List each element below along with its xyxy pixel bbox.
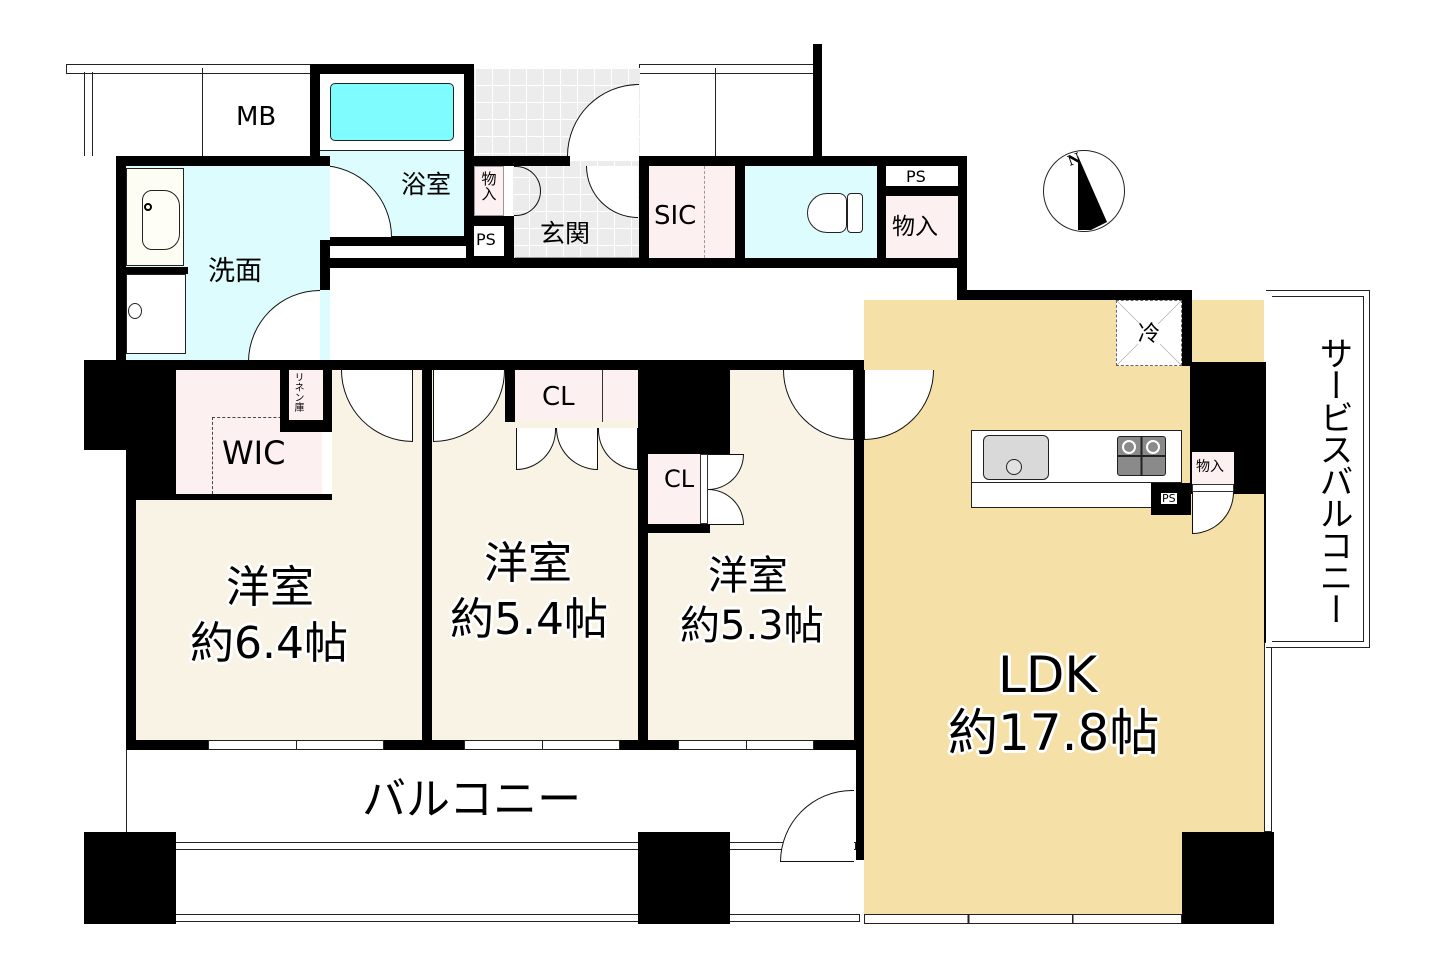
kitchen-storage [1192,452,1234,484]
linen-label: リネン庫 [292,372,303,412]
sic-label: SIC [654,201,697,231]
bedroom-3-window [678,740,814,750]
porch-area [639,72,817,156]
hall-top-wall [320,258,966,268]
ldk-size: 約17.8帖 [948,704,1160,762]
bedroom-3-closet [648,454,700,524]
hall-storage [886,196,958,258]
ldk-top-wall [957,290,1191,300]
bathroom-label: 浴室 [401,170,452,199]
wic-dashed-border [212,417,302,494]
compass: N [1043,150,1125,232]
balcony-label: バルコニー [362,774,582,825]
service-balcony-rail [1272,296,1364,642]
cl3-front [700,454,708,524]
entrance-storage [474,166,504,216]
wall-b2-b3 [638,360,648,750]
bedroom-1-name: 洋室 [226,562,314,613]
faucet-icon [144,203,152,211]
ldk-right-window [1264,642,1272,832]
service-balcony [1266,290,1370,648]
bedroom-1-size: 約6.4帖 [190,618,348,669]
kitchen-counter-back [971,483,1153,508]
entrance-ps [474,226,504,256]
balcony [126,750,856,860]
hall-bottom-wall [84,360,967,370]
toilet-ps-label: PS [906,167,926,186]
hall-storage-label: 物入 [892,214,938,240]
ldk-top-right-wall [1182,290,1192,366]
center-column [638,360,730,454]
bedroom-1-window [208,740,384,750]
north-arrow-icon [1078,156,1107,230]
toilet-tank-icon [847,193,863,233]
hallway [330,268,957,360]
linen-closet [289,370,323,420]
wall-b1-b2 [422,360,432,750]
kitchen-storage-label: 物入 [1196,459,1224,475]
bedroom-2-size: 約5.4帖 [450,594,608,645]
entrance-ps-label: PS [476,230,496,249]
bathtub-icon [330,83,454,141]
ldk-bottom-column [1182,832,1274,924]
bedroom-2-closet-label: CL [542,382,575,412]
burner-right-icon [1146,440,1160,454]
balcony-rail-2 [170,914,860,922]
entrance-label: 玄関 [540,219,591,248]
cl2-divider [602,370,603,422]
kitchen-ps-label: PS [1161,492,1177,505]
wic-bottom-wall [126,494,332,504]
bedroom-2-name: 洋室 [484,538,572,589]
bedroom-3-size: 約5.3帖 [680,603,824,649]
bedroom-2-closet [515,370,638,420]
bedroom-1 [126,500,432,748]
porch-post [813,44,822,158]
sink-drain-icon [1006,459,1022,475]
left-column-2 [126,360,176,500]
sic-divider [704,166,705,258]
cl2-left-wall [505,370,515,422]
ldk-name: LDK [998,646,1098,704]
bedroom-2-window [464,740,620,750]
wall-b3-ldk [854,360,864,860]
bedroom-3-closet-label: CL [664,465,695,493]
toilet-icon [807,193,847,233]
balcony-rail-1 [170,842,856,850]
porch-divider [715,68,716,156]
drain-icon [128,303,142,319]
balcony-column-mid [638,832,730,924]
kitchen-storage-front [1192,484,1234,492]
vanity-sink-icon [142,190,180,250]
mb-divider [202,68,203,156]
ldk-bottom-window [864,914,1182,924]
vanity-wall [122,267,188,274]
washroom-label: 洗面 [208,256,262,287]
bedroom-3-name: 洋室 [708,553,788,599]
mb-area [84,72,316,156]
burner-left-icon [1122,440,1136,454]
mb-divider-2 [92,72,93,156]
shoe-in-closet [639,156,743,268]
wic-label: WIC [222,434,286,472]
entrance-top-wall [464,156,570,166]
toilet-ps [886,166,958,186]
entrance-storage-label: 物入 [481,170,497,203]
balcony-column-left [84,832,176,924]
service-balcony-label: サービスバルコニー [1313,336,1353,624]
mb-label: MB [236,102,277,132]
cl3-bottom-wall [648,524,710,533]
fridge-label: 冷 [1138,322,1161,347]
